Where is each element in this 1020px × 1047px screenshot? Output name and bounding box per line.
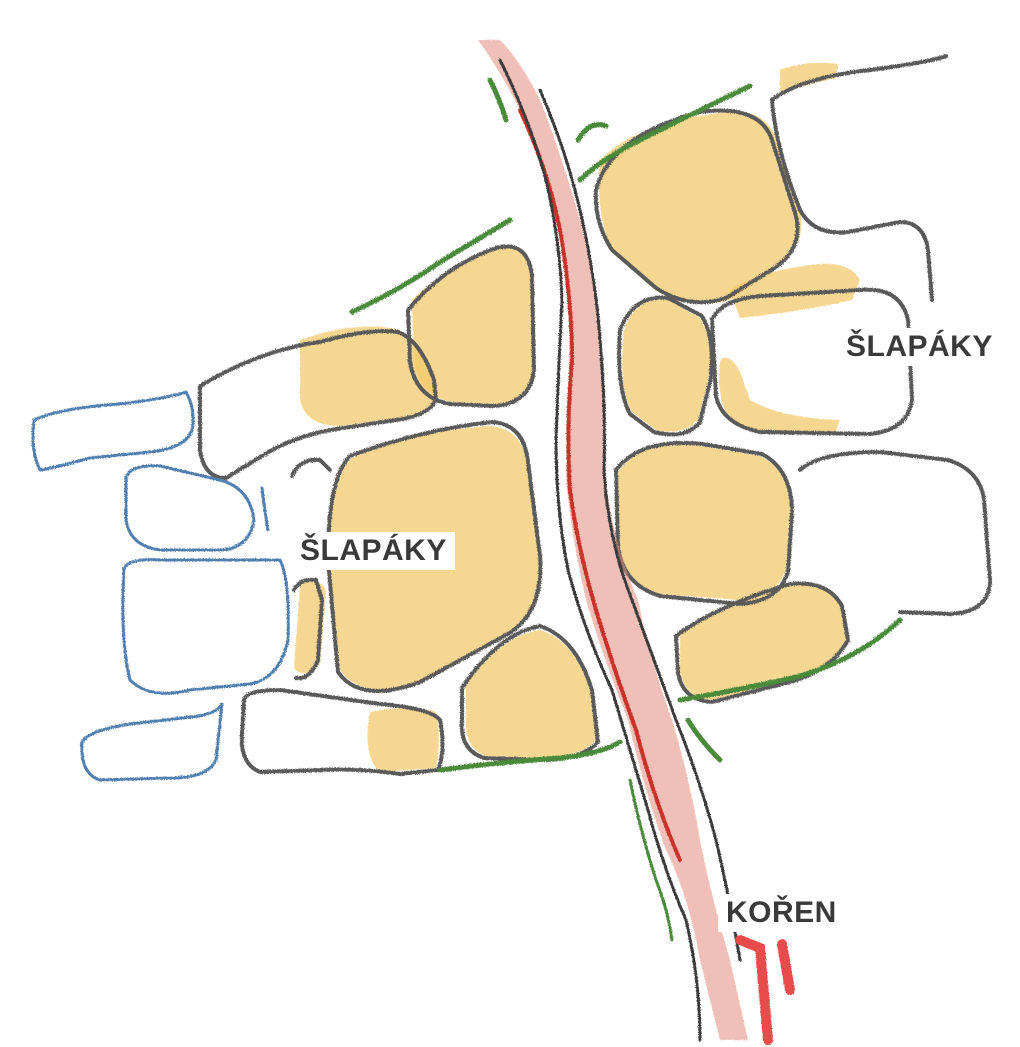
stone-fill xyxy=(466,630,596,758)
stone-outline xyxy=(292,460,330,476)
stepping-stones-label-right: ŠLAPÁKY xyxy=(838,328,1001,366)
stone-outline xyxy=(82,704,222,780)
moss-stroke xyxy=(688,720,720,760)
stone-outline xyxy=(126,466,254,550)
stone-fill xyxy=(368,708,439,772)
root-tip xyxy=(740,940,790,1040)
moss-stroke xyxy=(578,125,606,140)
stone-outlines-blue xyxy=(33,392,288,780)
stone-fill xyxy=(622,300,710,432)
stone-outline xyxy=(33,392,193,470)
stone-outline xyxy=(262,488,268,530)
stone-outline xyxy=(123,560,288,694)
stepping-stones-label-left: ŠLAPÁKY xyxy=(292,532,455,570)
moss-stroke xyxy=(490,80,506,120)
root-label: KOŘEN xyxy=(718,894,845,932)
stone-fill xyxy=(618,445,790,600)
